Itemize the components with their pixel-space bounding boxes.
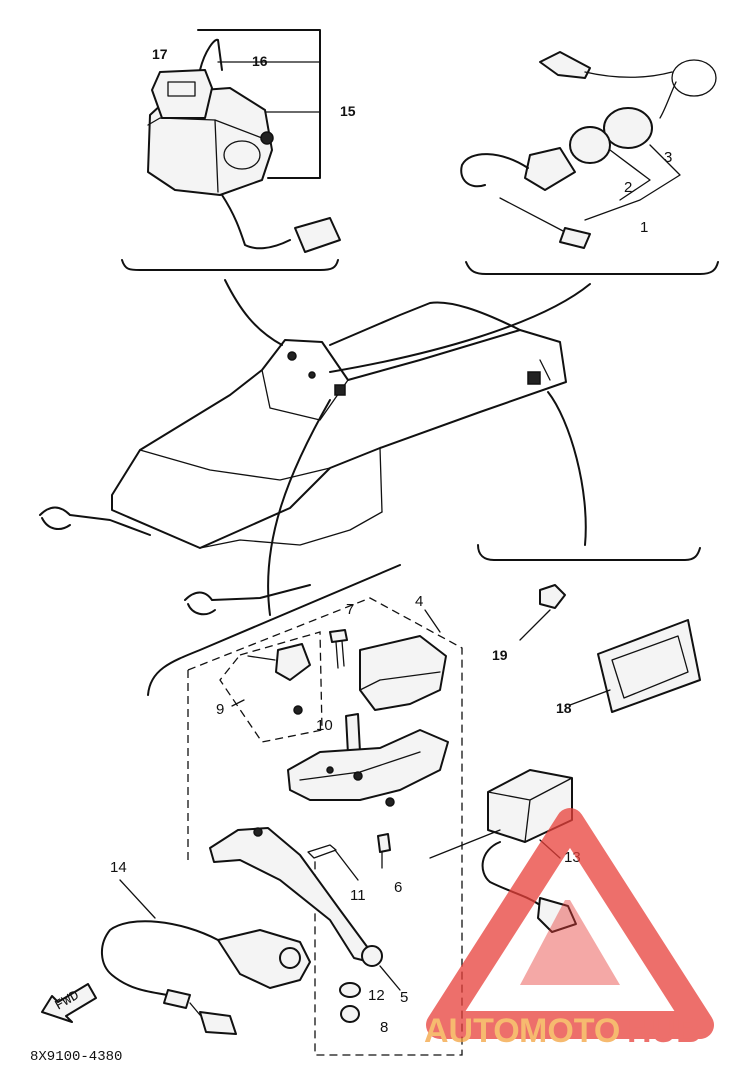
- callout-19: 19: [492, 647, 508, 663]
- rear-marker: [527, 371, 541, 385]
- callout-3: 3: [664, 149, 672, 166]
- watermark-auto: AUTO: [424, 1012, 520, 1050]
- relay-unit: [151, 69, 213, 119]
- wire-connector: [294, 217, 341, 253]
- tether-loop: [671, 59, 717, 97]
- callout-5: 5: [400, 989, 408, 1006]
- callout-2: 2: [624, 179, 632, 196]
- switch-cap: [603, 107, 653, 149]
- callout-17: 17: [152, 46, 168, 62]
- control-box-group: 17 16 15: [121, 29, 356, 271]
- callout-15: 15: [340, 103, 356, 119]
- reflector-group: 19 18: [477, 544, 701, 716]
- callout-18: 18: [556, 700, 572, 716]
- snowmobile-outline: [39, 301, 567, 616]
- key-clip: [539, 51, 591, 79]
- lever-cover: [359, 635, 447, 711]
- callout-14: 14: [110, 859, 127, 876]
- key-switch-group: 3 2 1: [460, 51, 719, 275]
- watermark-logo: AUTO MOTO HUB: [424, 808, 714, 1050]
- callout-16: 16: [252, 53, 268, 69]
- callout-9: 9: [216, 701, 224, 718]
- callout-6: 6: [394, 879, 402, 896]
- callout-12: 12: [368, 987, 385, 1004]
- arrow-to-console: [224, 279, 283, 346]
- callout-1: 1: [640, 219, 648, 236]
- throttle-switch: [217, 929, 311, 989]
- arrow-to-keyswitch: [329, 283, 591, 373]
- callout-8: 8: [380, 1019, 388, 1036]
- diagram-code: 8X9100-4380: [30, 1049, 122, 1065]
- callout-10: 10: [316, 717, 333, 734]
- watermark-moto: MOTO: [519, 1012, 620, 1050]
- arrow-to-reflector: [547, 391, 587, 546]
- switch-body: [524, 147, 576, 191]
- switch-nut: [569, 126, 611, 164]
- arrow-from-lever: [267, 399, 331, 616]
- callout-7: 7: [346, 601, 354, 618]
- callout-4: 4: [415, 593, 423, 610]
- throttle-assembly: 7 4 9 10 11 6 5: [101, 564, 581, 1056]
- watermark-hub: HUB: [627, 1012, 701, 1050]
- lever-bracket: [287, 729, 449, 801]
- fwd-arrow-icon: FWD: [41, 983, 97, 1023]
- reflector-plate: [597, 619, 701, 713]
- callout-11: 11: [350, 887, 366, 904]
- nut-19: [539, 584, 566, 609]
